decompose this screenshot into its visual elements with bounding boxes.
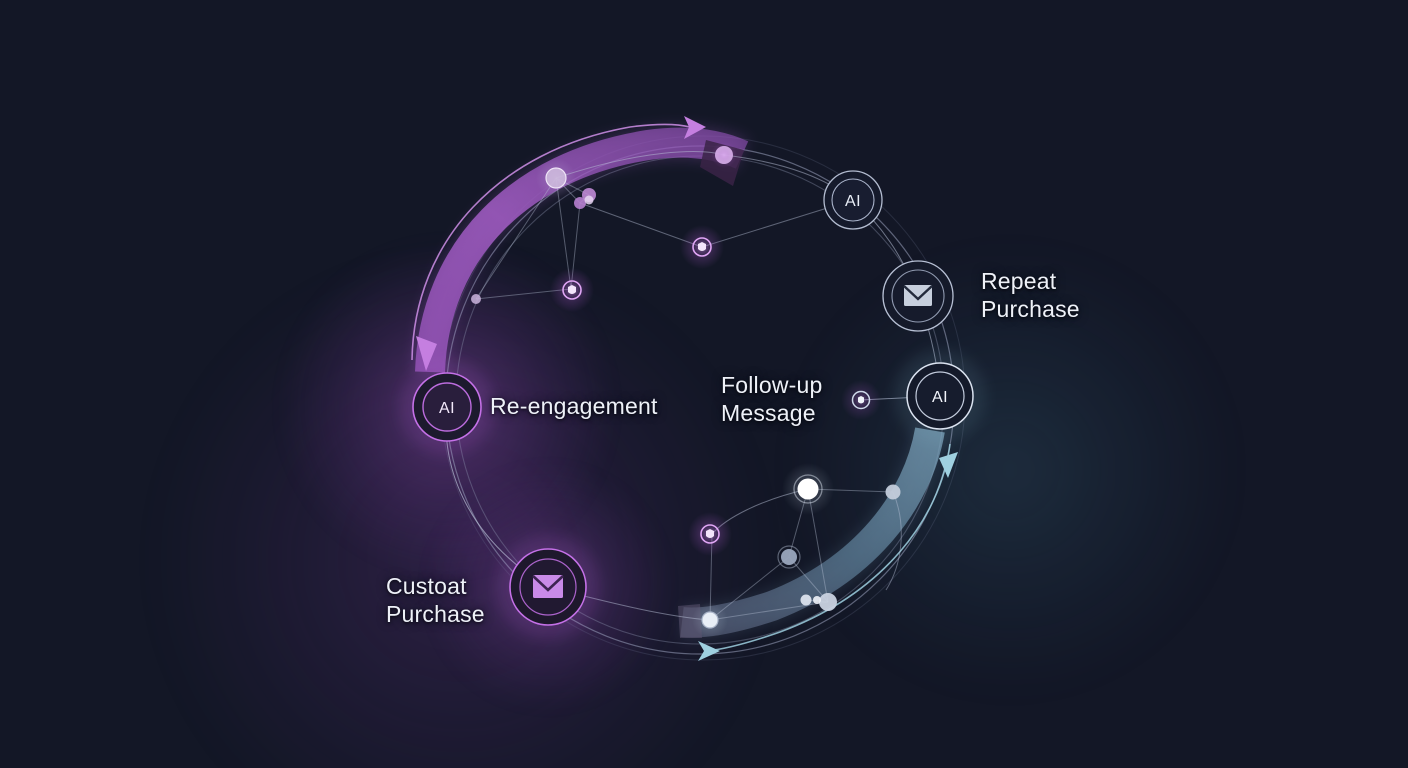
dot-icon: [800, 594, 812, 606]
shield-icon: [858, 396, 864, 404]
shield-icon: [706, 529, 714, 538]
arrow-head-purple-top: [684, 116, 706, 139]
arrow-head-teal-bottom: [698, 641, 720, 661]
node-ai-follow-up[interactable]: AI: [894, 350, 986, 442]
shield-icon: [698, 242, 706, 251]
micro-node-cluster: [536, 158, 576, 198]
dot-icon: [471, 294, 481, 304]
node-email-customer-purchase[interactable]: [496, 535, 600, 639]
micro-node-shield: [841, 380, 881, 420]
micro-node-hub: [782, 463, 834, 515]
arrow-head-teal-top: [939, 452, 958, 478]
email-icon: [903, 285, 933, 306]
email-icon: [532, 575, 564, 598]
dot-icon: [885, 484, 901, 500]
node-ai-re-engagement[interactable]: AI: [399, 359, 495, 455]
label-follow-up-message: Follow-up Message: [721, 372, 823, 427]
micro-nodes: [471, 142, 901, 638]
label-customer-purchase: Custoat Purchase: [386, 573, 485, 628]
dot-icon: [781, 549, 797, 565]
dot-icon: [584, 195, 594, 205]
micro-node-end: [692, 602, 728, 638]
node-label-ai: AI: [932, 389, 948, 406]
label-repeat-purchase: Repeat Purchase: [981, 268, 1080, 323]
node-label-ai: AI: [845, 193, 861, 210]
dot-icon: [819, 593, 837, 611]
arrow-head-purple-bottom: [416, 336, 437, 371]
micro-node-shield: [550, 268, 594, 312]
label-re-engagement: Re-engagement: [490, 393, 658, 419]
micro-node-shield: [688, 512, 732, 556]
dot-icon: [574, 197, 586, 209]
node-label-ai: AI: [439, 400, 455, 417]
micro-node-shield: [680, 225, 724, 269]
node-email-repeat-purchase[interactable]: [882, 260, 954, 332]
node-ai-top[interactable]: AI: [823, 170, 883, 230]
shield-icon: [568, 285, 576, 294]
dot-icon: [813, 596, 821, 604]
